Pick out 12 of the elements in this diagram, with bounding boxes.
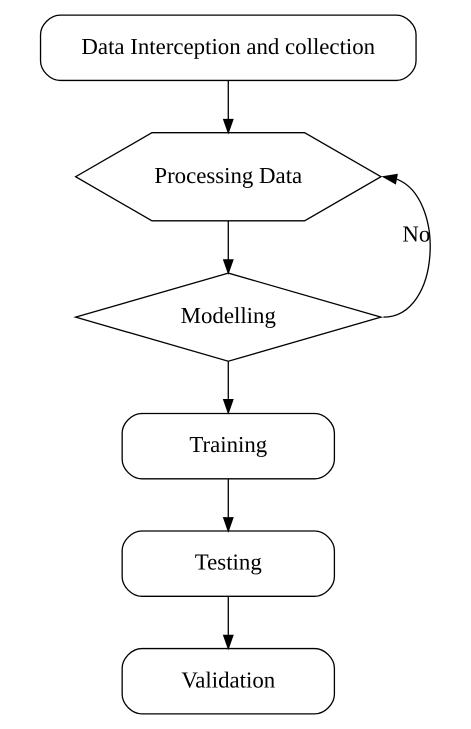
arrow	[222, 221, 234, 275]
arrow	[222, 80, 234, 134]
arrow	[381, 174, 431, 318]
arrow	[222, 596, 234, 650]
node-box: Training	[122, 412, 336, 480]
arrow	[222, 361, 234, 415]
edge-label: No	[402, 221, 430, 246]
node-box: Data Interception and collection	[40, 14, 417, 82]
arrow	[222, 479, 234, 533]
node-box: Testing	[122, 530, 336, 597]
node-diamond: Modelling	[73, 272, 384, 362]
node-box: Validation	[122, 648, 336, 715]
